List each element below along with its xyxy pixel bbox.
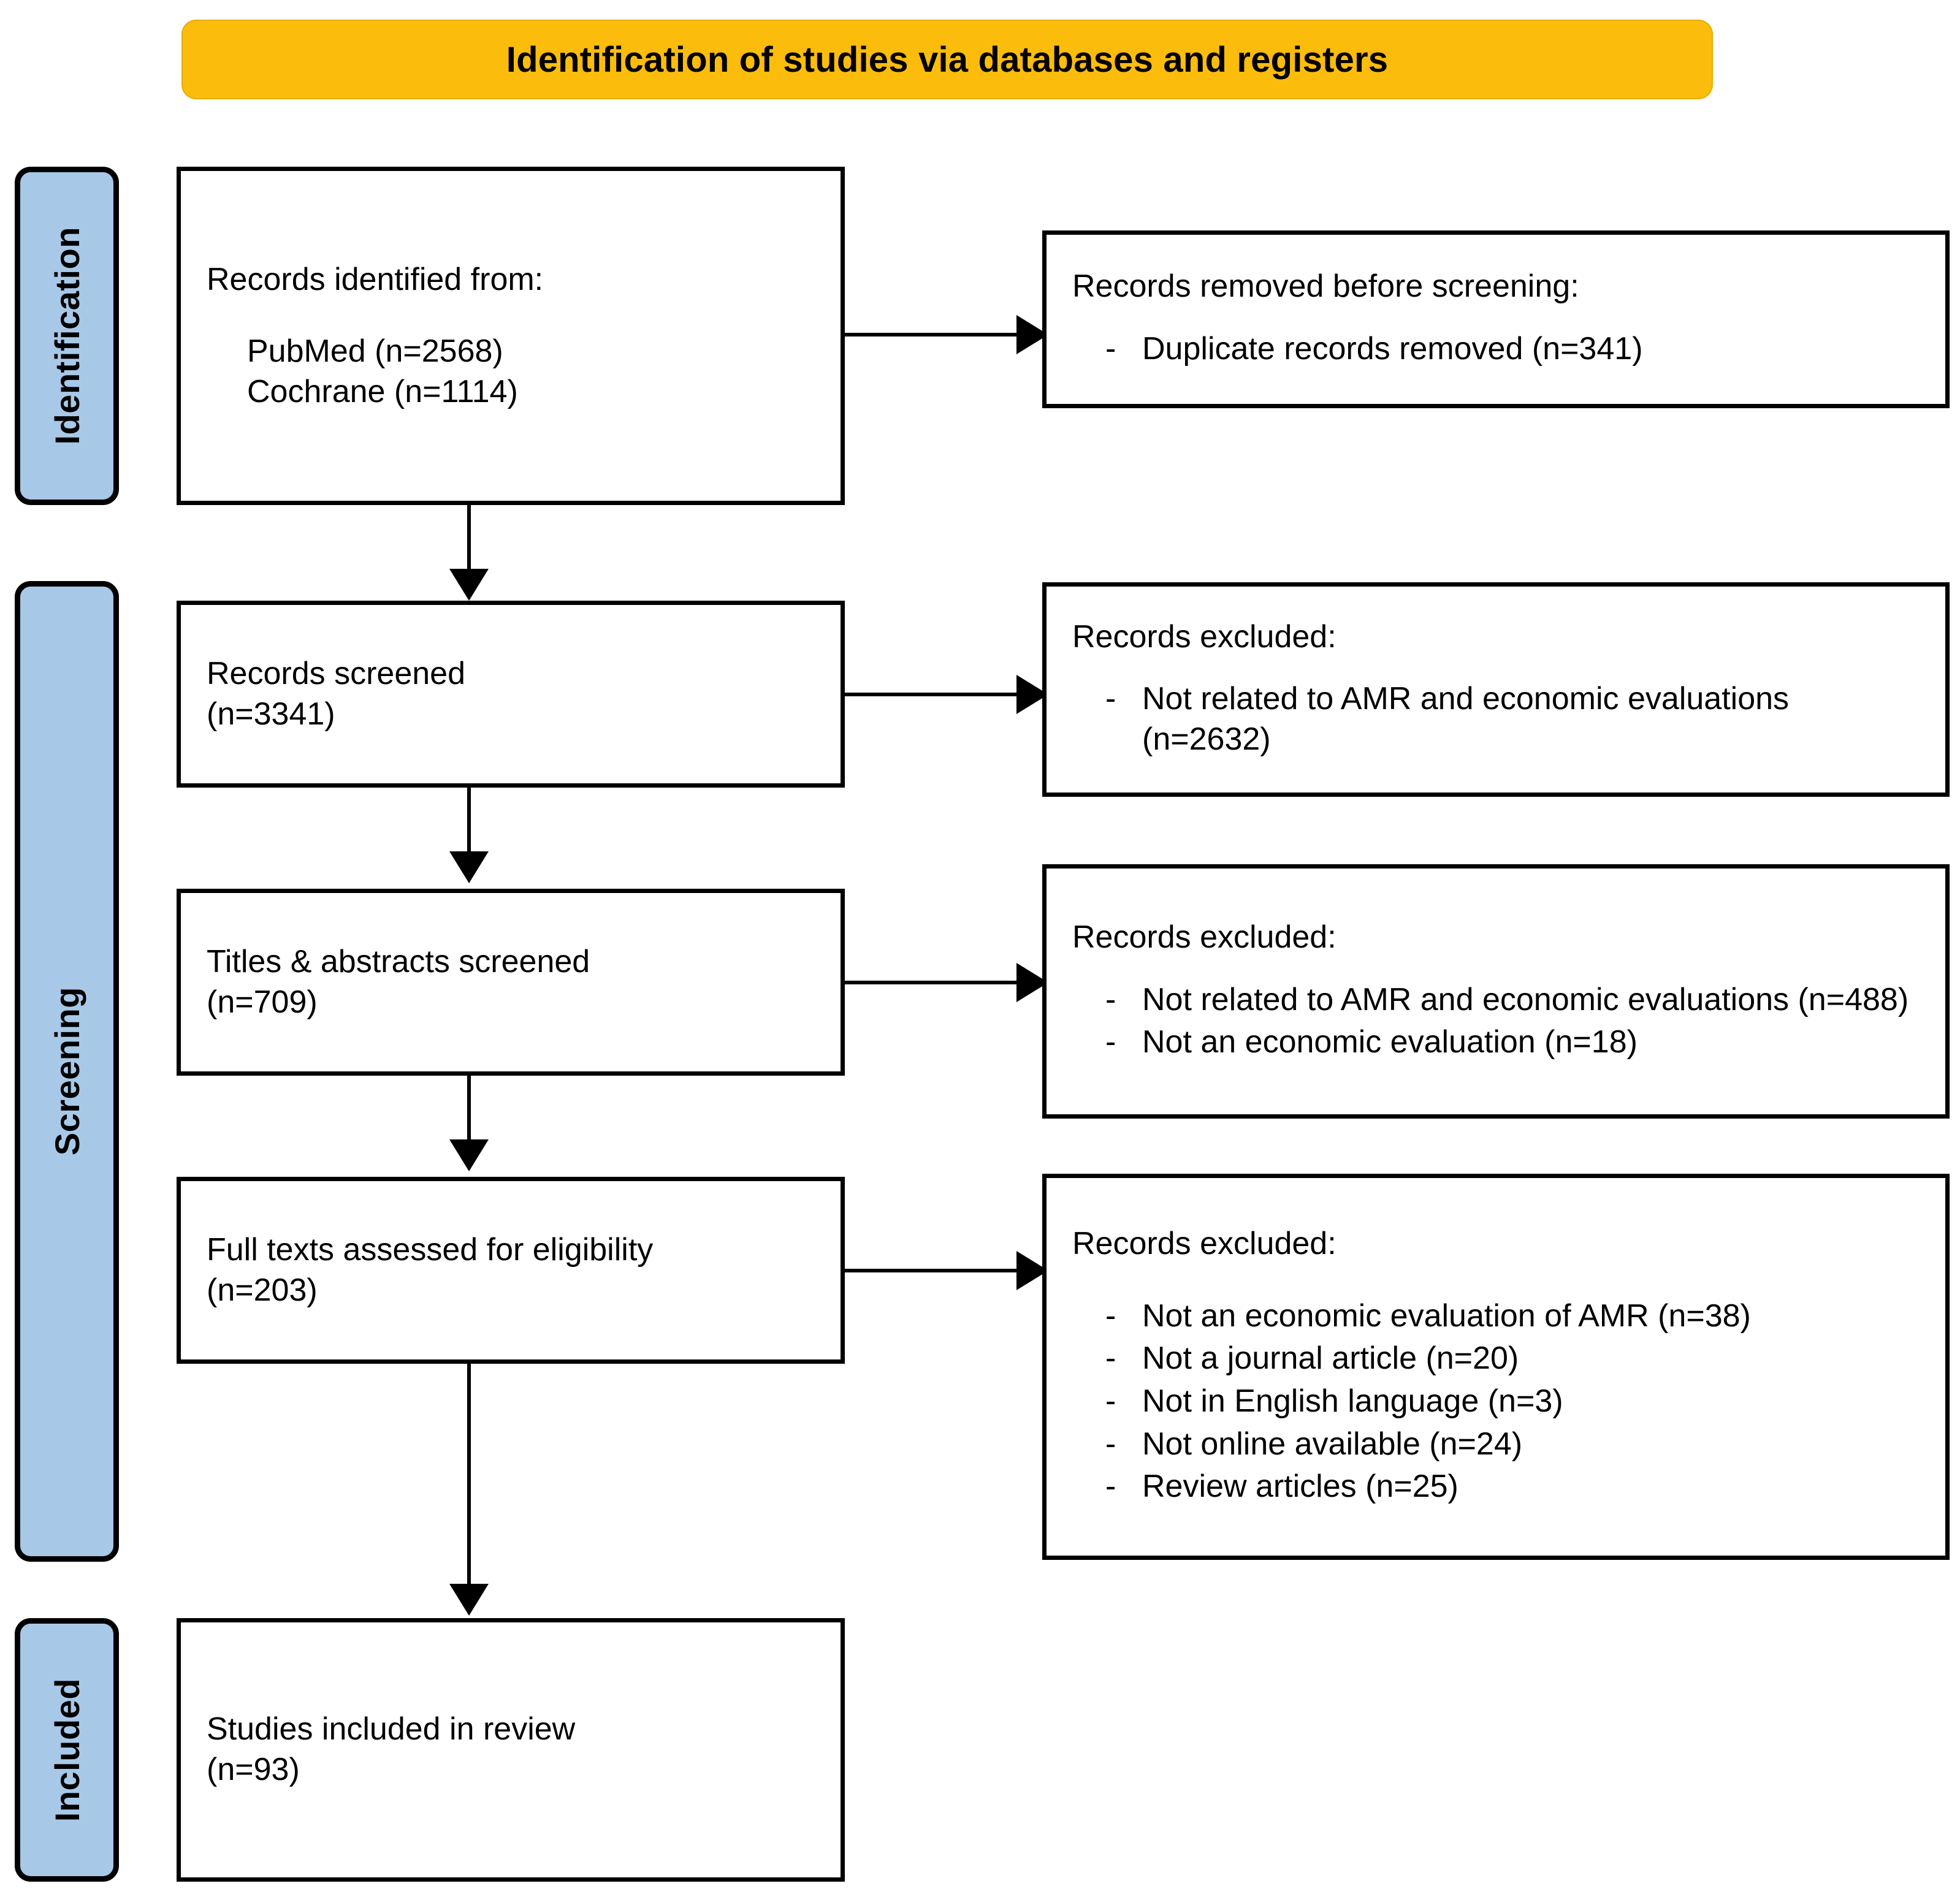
list-item: - Not in English language (n=3) <box>1105 1382 1920 1422</box>
records-screened-label: Records screened <box>207 655 465 691</box>
list-item: - Not online available (n=24) <box>1105 1424 1920 1465</box>
list-item: - Not an economic evaluation of AMR (n=3… <box>1105 1296 1920 1337</box>
connector-line-fulltext-to-included <box>467 1364 471 1587</box>
connector-arrow-fulltext-to-included <box>449 1584 489 1616</box>
excluded-fulltext-heading: Records excluded: <box>1072 1226 1337 1262</box>
excluded-screening-content: Records excluded: - Not related to AMR a… <box>1047 617 1945 762</box>
box-excluded-screening: Records excluded: - Not related to AMR a… <box>1042 582 1950 797</box>
bullet-dash: - <box>1105 1469 1116 1505</box>
connector-line-screened-to-titles <box>467 788 471 855</box>
box-studies-included: Studies included in review (n=93) <box>177 1618 845 1882</box>
stage-identification-text: Identification <box>47 227 86 445</box>
box-titles-abstracts: Titles & abstracts screened (n=709) <box>177 889 845 1076</box>
connector-arrow-identified-to-screened <box>449 569 489 601</box>
connector-line-titles-to-excluded <box>845 981 1018 984</box>
header-banner: Identification of studies via databases … <box>181 20 1713 99</box>
list-item: - Duplicate records removed (n=341) <box>1105 329 1920 370</box>
connector-line-identified-to-screened <box>467 505 471 572</box>
excluded-screening-item-1: Not related to AMR and economic evaluati… <box>1142 681 1790 757</box>
box-excluded-fulltext: Records excluded: - Not an economic eval… <box>1042 1174 1950 1560</box>
source-pubmed: PubMed (n=2568) <box>247 333 503 370</box>
box-excluded-titles: Records excluded: - Not related to AMR a… <box>1042 864 1950 1119</box>
stage-label-identification: Identification <box>15 167 119 505</box>
excluded-fulltext-item-2: Not a journal article (n=20) <box>1142 1340 1519 1377</box>
excluded-fulltext-item-1: Not an economic evaluation of AMR (n=38) <box>1142 1298 1751 1334</box>
excluded-titles-list: - Not related to AMR and economic evalua… <box>1072 980 1920 1063</box>
excluded-fulltext-item-5: Review articles (n=25) <box>1142 1469 1459 1505</box>
box-records-screened: Records screened (n=3341) <box>177 601 845 788</box>
full-texts-count: (n=203) <box>207 1272 318 1308</box>
excluded-fulltext-item-4: Not online available (n=24) <box>1142 1426 1523 1462</box>
excluded-titles-content: Records excluded: - Not related to AMR a… <box>1047 918 1945 1065</box>
stage-label-included: Included <box>15 1618 119 1882</box>
bullet-dash: - <box>1105 1024 1116 1060</box>
records-screened-count: (n=3341) <box>207 696 335 732</box>
bullet-dash: - <box>1105 681 1116 717</box>
studies-included-count: (n=93) <box>207 1752 300 1787</box>
excluded-fulltext-content: Records excluded: - Not an economic eval… <box>1047 1224 1945 1509</box>
excluded-fulltext-list: - Not an economic evaluation of AMR (n=3… <box>1072 1296 1920 1507</box>
stage-label-screening: Screening <box>15 581 119 1562</box>
stage-screening-text: Screening <box>47 987 86 1156</box>
list-item: - Not related to AMR and economic evalua… <box>1105 980 1920 1021</box>
box-full-texts: Full texts assessed for eligibility (n=2… <box>177 1177 845 1364</box>
titles-abstracts-count: (n=709) <box>207 984 318 1020</box>
connector-line-titles-to-fulltext <box>467 1076 471 1143</box>
full-texts-label: Full texts assessed for eligibility <box>207 1231 654 1268</box>
removed-item-duplicates: Duplicate records removed (n=341) <box>1142 331 1643 367</box>
records-removed-content: Records removed before screening: - Dupl… <box>1047 267 1945 371</box>
excluded-screening-heading: Records excluded: <box>1072 618 1337 655</box>
connector-arrow-titles-to-fulltext <box>449 1139 489 1171</box>
records-identified-sources: PubMed (n=2568) Cochrane (n=1114) <box>207 332 815 412</box>
bullet-dash: - <box>1105 331 1116 367</box>
excluded-titles-heading: Records excluded: <box>1072 919 1337 956</box>
full-texts-content: Full texts assessed for eligibility (n=2… <box>181 1230 841 1310</box>
list-item: - Review articles (n=25) <box>1105 1467 1920 1507</box>
records-identified-heading: Records identified from: <box>207 261 544 297</box>
records-removed-heading: Records removed before screening: <box>1072 268 1579 305</box>
bullet-dash: - <box>1105 981 1116 1017</box>
box-records-identified: Records identified from: PubMed (n=2568)… <box>177 167 845 505</box>
records-identified-content: Records identified from: PubMed (n=2568)… <box>181 260 841 412</box>
connector-line-screened-to-excluded <box>845 693 1018 696</box>
titles-abstracts-content: Titles & abstracts screened (n=709) <box>181 942 841 1022</box>
list-item: - Not a journal article (n=20) <box>1105 1339 1920 1379</box>
connector-arrow-screened-to-titles <box>449 851 489 883</box>
list-item: - Not an economic evaluation (n=18) <box>1105 1022 1920 1063</box>
bullet-dash: - <box>1105 1340 1116 1377</box>
list-item: - Not related to AMR and economic evalua… <box>1105 679 1920 759</box>
connector-line-fulltext-to-excluded <box>845 1269 1018 1272</box>
studies-included-label: Studies included in review <box>207 1711 576 1747</box>
excluded-titles-item-2: Not an economic evaluation (n=18) <box>1142 1024 1638 1060</box>
bullet-dash: - <box>1105 1383 1116 1419</box>
titles-abstracts-label: Titles & abstracts screened <box>207 943 590 979</box>
excluded-screening-list: - Not related to AMR and economic evalua… <box>1072 679 1920 759</box>
connector-line-identified-to-removed <box>845 333 1018 336</box>
records-screened-content: Records screened (n=3341) <box>181 654 841 734</box>
excluded-titles-item-1: Not related to AMR and economic evaluati… <box>1142 981 1909 1017</box>
page-title: Identification of studies via databases … <box>506 39 1389 80</box>
bullet-dash: - <box>1105 1426 1116 1462</box>
box-records-removed: Records removed before screening: - Dupl… <box>1042 230 1950 408</box>
bullet-dash: - <box>1105 1298 1116 1334</box>
source-cochrane: Cochrane (n=1114) <box>247 373 518 409</box>
records-removed-list: - Duplicate records removed (n=341) <box>1072 329 1920 370</box>
studies-included-content: Studies included in review (n=93) <box>181 1709 841 1790</box>
excluded-fulltext-item-3: Not in English language (n=3) <box>1142 1383 1563 1419</box>
stage-included-text: Included <box>47 1678 86 1822</box>
